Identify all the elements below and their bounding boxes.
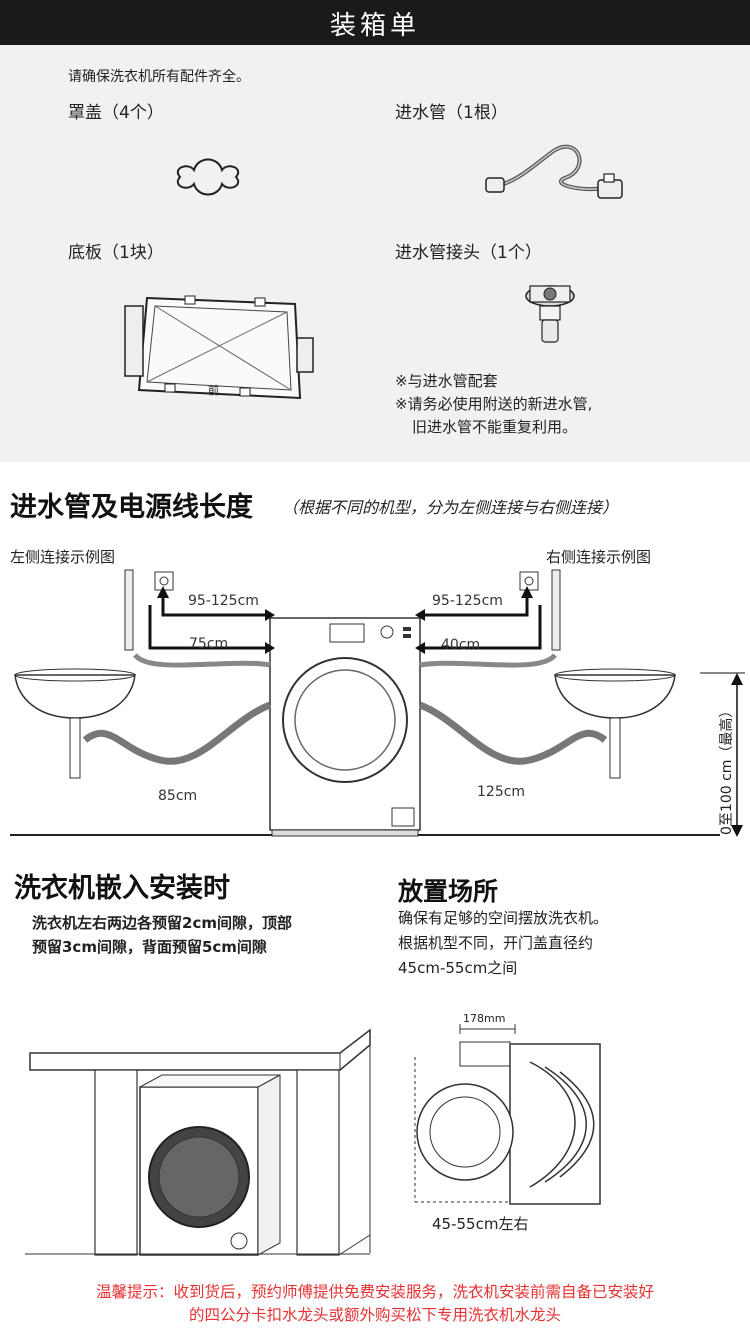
left-inlet-hose-length: 75cm bbox=[189, 636, 229, 652]
tip-line-1: 温馨提示：收到货后，预约师傅提供免费安装服务，洗衣机安装前需自备已安装好 bbox=[95, 1283, 654, 1301]
right-inlet-hose-length: 40cm bbox=[441, 637, 481, 653]
height-range-label: 0至100 cm（最高） bbox=[719, 703, 735, 835]
built-in-cabinet-illustration bbox=[25, 1028, 371, 1256]
item-hose-connector-label: 进水管接头（1个） bbox=[395, 243, 542, 263]
depth-dimension-label: 178mm bbox=[463, 1012, 506, 1025]
packing-list-banner bbox=[0, 0, 750, 45]
right-power-cord-length: 95-125cm bbox=[432, 593, 503, 609]
base-plate-illustration bbox=[124, 295, 314, 400]
left-power-cord-length: 95-125cm bbox=[188, 593, 259, 609]
hose-length-title: 进水管及电源线长度 bbox=[10, 492, 253, 523]
packing-intro: 请确保洗衣机所有配件齐全。 bbox=[68, 69, 250, 85]
built-in-title: 洗衣机嵌入安装时 bbox=[14, 873, 230, 904]
item-base-plate-label: 底板（1块） bbox=[68, 243, 164, 263]
door-diameter-label: 45-55cm左右 bbox=[432, 1215, 529, 1233]
note-matching: ※与进水管配套 bbox=[395, 372, 498, 390]
item-inlet-hose-label: 进水管（1根） bbox=[395, 103, 508, 123]
placement-desc-line3: 45cm-55cm之间 bbox=[398, 959, 518, 977]
built-in-desc-line1: 洗衣机左右两边各预留2cm间隙，顶部 bbox=[32, 914, 292, 932]
packing-list-title: 装箱单 bbox=[329, 11, 420, 41]
placement-title: 放置场所 bbox=[398, 877, 499, 906]
built-in-desc-line2: 预留3cm间隙，背面预留5cm间隙 bbox=[32, 938, 267, 956]
item-cover-label: 罩盖（4个） bbox=[68, 103, 164, 123]
placement-desc-line1: 确保有足够的空间摆放洗衣机。 bbox=[398, 909, 609, 927]
hose-length-subtitle: （根据不同的机型，分为左侧连接与右侧连接） bbox=[282, 498, 619, 517]
placement-desc-line2: 根据机型不同，开门盖直径约 bbox=[398, 934, 594, 952]
hose-length-diagram bbox=[10, 569, 745, 837]
tip-line-2: 的四公分卡扣水龙头或额外购买松下专用洗衣机水龙头 bbox=[188, 1306, 561, 1324]
note-use-new-hose: ※请务必使用附送的新进水管, bbox=[395, 395, 593, 413]
door-clearance-illustration bbox=[414, 1024, 601, 1205]
left-example-label: 左侧连接示例图 bbox=[10, 548, 116, 566]
right-drain-hose-length: 125cm bbox=[477, 784, 526, 800]
accessories-panel bbox=[0, 45, 750, 462]
note-no-reuse: 旧进水管不能重复利用。 bbox=[412, 418, 578, 436]
right-example-label: 右侧连接示例图 bbox=[546, 548, 652, 566]
inlet-hose-illustration bbox=[485, 144, 623, 199]
cover-cap-illustration bbox=[176, 158, 240, 196]
left-drain-hose-length: 85cm bbox=[158, 788, 198, 804]
base-plate-front-mark: 前 bbox=[208, 384, 219, 397]
hose-connector-illustration bbox=[525, 285, 575, 343]
